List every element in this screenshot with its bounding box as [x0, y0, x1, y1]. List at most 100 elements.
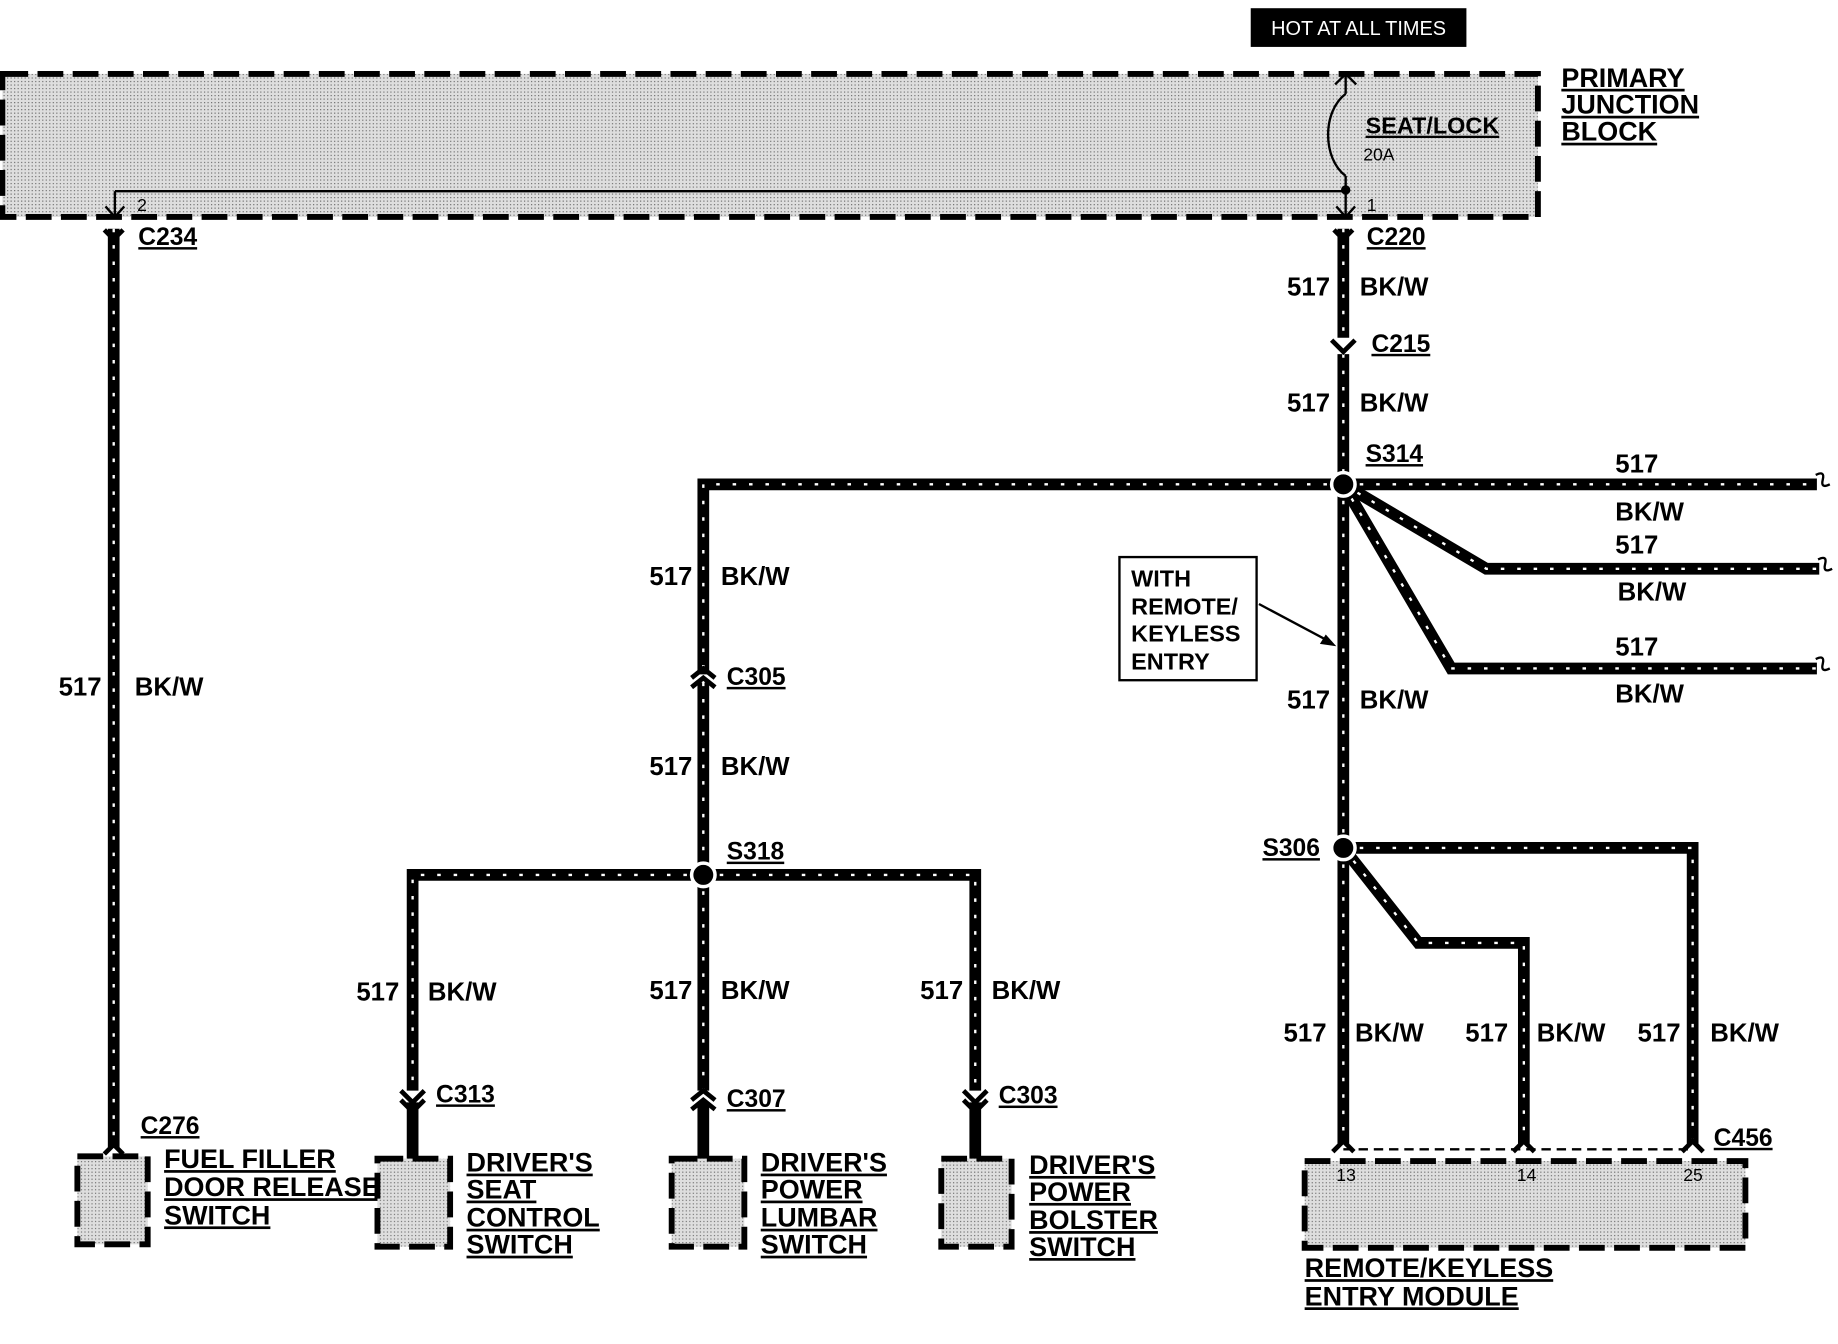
svg-text:ENTRY: ENTRY [1131, 649, 1210, 675]
circuit-number: 517 [1287, 390, 1330, 418]
circuit-number: 517 [1465, 1019, 1508, 1047]
wire-color: BK/W [721, 563, 790, 591]
wire-color: BK/W [1618, 578, 1687, 606]
connector-c313-label: C313 [436, 1081, 495, 1108]
splice-s318 [689, 861, 717, 889]
circuit-number: 517 [920, 977, 963, 1005]
wire-color: BK/W [1710, 1019, 1779, 1047]
seat-lock-fuse: SEAT/LOCK 20A [1327, 72, 1500, 219]
svg-text:REMOTE/: REMOTE/ [1131, 594, 1238, 620]
wire-color: BK/W [1360, 686, 1429, 714]
circuit-number: 517 [649, 563, 692, 591]
svg-text:SWITCH: SWITCH [761, 1230, 867, 1260]
connector-c276-label: C276 [141, 1113, 200, 1140]
wire-color: BK/W [992, 977, 1061, 1005]
drivers-seat-control-switch-label: DRIVER'S SEAT CONTROL SWITCH [467, 1148, 600, 1260]
splice-s306-label: S306 [1262, 835, 1319, 862]
connector-c305-label: C305 [727, 664, 786, 691]
svg-text:SWITCH: SWITCH [164, 1200, 270, 1230]
fuel-filler-door-release-switch-label: FUEL FILLER DOOR RELEASE SWITCH [164, 1144, 380, 1230]
circuit-number: 517 [1284, 1019, 1327, 1047]
primary-junction-block-label: PRIMARY JUNCTION BLOCK [1561, 63, 1699, 147]
svg-text:LUMBAR: LUMBAR [761, 1203, 878, 1233]
svg-text:CONTROL: CONTROL [467, 1203, 600, 1233]
svg-text:WITH: WITH [1131, 565, 1191, 591]
wire-color: BK/W [1537, 1019, 1606, 1047]
wire-segment [1343, 842, 1699, 1144]
circuit-number: 517 [649, 753, 692, 781]
wire-segment [703, 869, 982, 1091]
connector-c215-label: C215 [1371, 331, 1430, 358]
power-lumbar-switch-box [668, 1155, 748, 1250]
wire-color: BK/W [1360, 390, 1429, 418]
circuit-number: 517 [1287, 686, 1330, 714]
wire-color: BK/W [721, 977, 790, 1005]
circuit-number: 517 [649, 977, 692, 1005]
circuit-labels: 517 BK/W 517 BK/W 517 BK/W 517 BK/W 517 … [59, 274, 1780, 1048]
svg-text:SWITCH: SWITCH [467, 1230, 573, 1260]
circuit-number: 517 [1615, 532, 1658, 560]
svg-text:SEAT/LOCK: SEAT/LOCK [1366, 113, 1500, 139]
wire-segment [406, 869, 704, 1091]
svg-text:POWER: POWER [1029, 1177, 1131, 1207]
svg-text:HOT AT ALL TIMES: HOT AT ALL TIMES [1271, 18, 1446, 40]
svg-text:FUEL FILLER: FUEL FILLER [164, 1144, 336, 1174]
svg-text:20A: 20A [1363, 145, 1395, 165]
svg-text:SWITCH: SWITCH [1029, 1232, 1135, 1262]
svg-text:PRIMARY: PRIMARY [1561, 63, 1684, 93]
splice-s314 [1329, 470, 1357, 498]
wire-segment [1338, 844, 1530, 1144]
circuit-number: 517 [59, 673, 102, 701]
svg-text:DRIVER'S: DRIVER'S [467, 1148, 593, 1178]
svg-text:POWER: POWER [761, 1175, 863, 1205]
drivers-power-lumbar-switch-label: DRIVER'S POWER LUMBAR SWITCH [761, 1148, 887, 1260]
connector-c307-label: C307 [727, 1086, 786, 1113]
module-pin-13: 13 [1336, 1165, 1356, 1185]
circuit-number: 517 [356, 978, 399, 1006]
splice-s306 [1329, 834, 1357, 862]
wire-segment [697, 478, 1344, 675]
circuit-number: 517 [1615, 451, 1658, 479]
connector-c234-label: C234 [138, 224, 197, 251]
module-pin-25: 25 [1683, 1165, 1703, 1185]
drivers-power-bolster-switch-label: DRIVER'S POWER BOLSTER SWITCH [1029, 1150, 1158, 1262]
connector-c456-label: C456 [1714, 1125, 1773, 1152]
module-pin-14: 14 [1517, 1165, 1537, 1185]
wire-color: BK/W [135, 673, 204, 701]
svg-text:KEYLESS: KEYLESS [1131, 621, 1240, 647]
remote-keyless-entry-module-label: REMOTE/KEYLESS ENTRY MODULE [1305, 1253, 1554, 1311]
circuit-number: 517 [1615, 634, 1658, 662]
connector-c220-label: C220 [1367, 224, 1426, 251]
splice-s314-label: S314 [1366, 441, 1424, 468]
wire-segment [1340, 479, 1820, 575]
svg-text:DRIVER'S: DRIVER'S [761, 1148, 887, 1178]
wire-color: BK/W [1355, 1019, 1424, 1047]
svg-text:ENTRY MODULE: ENTRY MODULE [1305, 1281, 1519, 1311]
pin-2-label: 2 [137, 195, 147, 215]
wire-color: BK/W [721, 753, 790, 781]
seat-control-switch-box [374, 1155, 454, 1250]
connector-c303-label: C303 [999, 1083, 1058, 1110]
svg-text:BLOCK: BLOCK [1561, 117, 1657, 147]
svg-text:JUNCTION: JUNCTION [1561, 90, 1699, 120]
wire-color: BK/W [1615, 499, 1684, 527]
circuit-number: 517 [1638, 1019, 1681, 1047]
circuit-number: 517 [1287, 274, 1330, 302]
splice-s318-label: S318 [727, 839, 784, 866]
primary-junction-block [0, 70, 1541, 220]
svg-text:DOOR RELEASE: DOOR RELEASE [164, 1172, 380, 1202]
svg-text:REMOTE/KEYLESS: REMOTE/KEYLESS [1305, 1253, 1554, 1283]
remote-keyless-entry-module-box [1301, 1158, 1749, 1251]
wire-color: BK/W [428, 978, 497, 1006]
power-bolster-switch-box [938, 1155, 1015, 1250]
wire-color: BK/W [1360, 274, 1429, 302]
wire-harness [107, 228, 1820, 1159]
fuel-filler-switch-box [74, 1153, 151, 1248]
connector-symbols [102, 228, 1705, 1156]
wire-color: BK/W [1615, 680, 1684, 708]
wire-segment [1338, 481, 1817, 675]
pin-1-label: 1 [1367, 195, 1377, 215]
remote-keyless-note: WITH REMOTE/ KEYLESS ENTRY [1118, 555, 1337, 682]
svg-text:SEAT: SEAT [467, 1175, 537, 1205]
